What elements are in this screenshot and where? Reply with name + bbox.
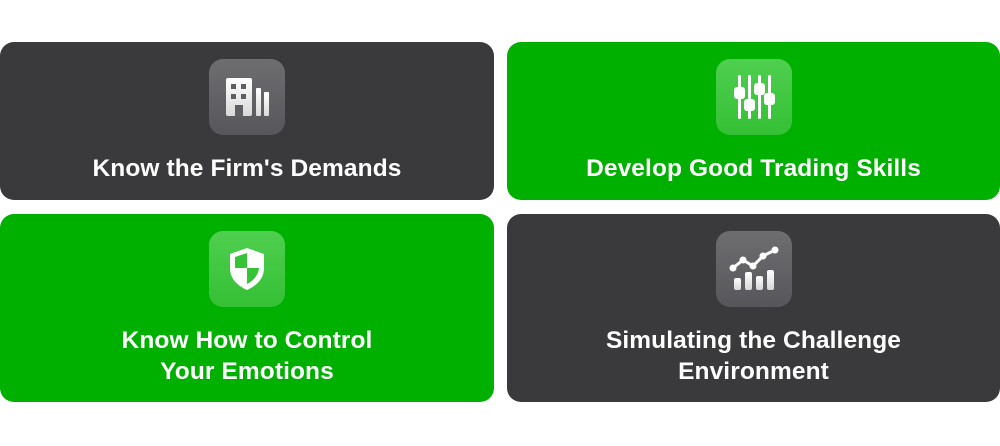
building-icon-tile [209,59,285,135]
shield-icon-tile [209,231,285,307]
card-control-emotions: Know How to Control Your Emotions [0,214,494,402]
card-title: Know How to Control Your Emotions [121,327,373,385]
card-simulating-challenge: Simulating the Challenge Environment [507,214,1000,402]
card-title: Know the Firm's Demands [92,155,402,182]
sliders-icon [733,75,775,119]
sliders-icon-tile [715,59,792,135]
chart-icon [729,246,778,290]
chart-icon-tile [715,231,792,307]
card-develop-trading-skills: Develop Good Trading Skills [507,42,1000,200]
shield-icon [230,248,264,290]
card-title: Develop Good Trading Skills [586,155,921,182]
card-title: Simulating the Challenge Environment [605,327,902,385]
card-know-firms-demands: Know the Firm's Demands [0,42,494,200]
building-icon [226,78,269,116]
